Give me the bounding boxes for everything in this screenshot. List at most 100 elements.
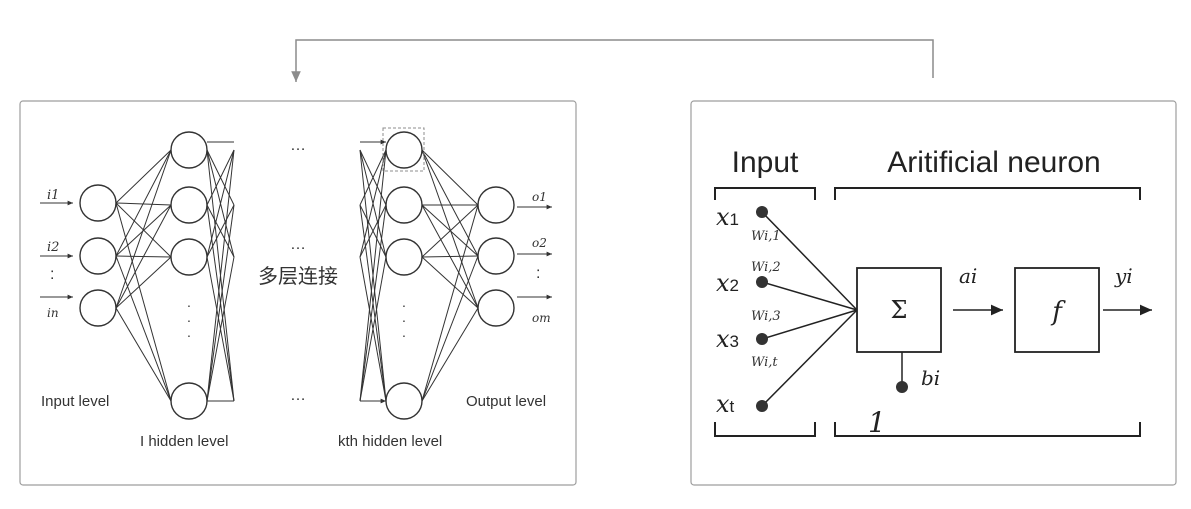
connection-hiddenk-fanin (359, 149, 387, 402)
input-label-n: in (47, 306, 59, 320)
input-var-2: x2 (716, 269, 739, 297)
connection-hidden1-fanout (206, 204, 235, 402)
connection-hiddenk-output (421, 204, 479, 402)
weight-line-2 (761, 281, 858, 311)
connection-hidden1-fanout (206, 204, 235, 258)
hiddenk-neuron-4 (385, 382, 423, 420)
input-label-1: i1 (47, 188, 59, 203)
connection-input-hidden1 (115, 149, 172, 309)
bias-node (896, 381, 908, 393)
summation-symbol: Σ (891, 296, 908, 324)
weight-line-t (761, 309, 858, 407)
output-neuron-3 (477, 289, 515, 327)
hidden1-dots: · (187, 297, 192, 313)
ellipsis-bottom: … (290, 387, 306, 404)
ellipsis-middle: … (290, 236, 306, 253)
bias-label: bi (921, 366, 940, 390)
neuron-bracket-top (834, 187, 1141, 200)
hidden1-neuron-2 (170, 186, 208, 224)
network-connections (115, 149, 479, 402)
summation-box (856, 267, 942, 353)
input-var-t: xt (716, 390, 735, 418)
connection-hiddenk-output (421, 307, 479, 402)
hidden1-dots: · (187, 312, 192, 328)
output-label-2: o2 (532, 236, 547, 250)
connection-hiddenk-fanin (359, 204, 387, 258)
connection-input-hidden1 (115, 204, 172, 309)
bracket-number: 1 (868, 406, 886, 439)
connection-hiddenk-fanin (359, 256, 387, 402)
hidden1-neuron-4 (170, 382, 208, 420)
right-panel: Input Aritificial neuron x1 x2 x3 xt W (690, 100, 1177, 486)
output-label-1: o1 (532, 190, 547, 204)
hidden1-level-label: I hidden level (140, 433, 228, 450)
neuron-bracket-bottom (834, 422, 1141, 437)
connection-hiddenk-fanin (359, 149, 387, 206)
connection-hiddenk-output (421, 149, 479, 257)
left-panel-frame (19, 100, 577, 486)
input-label-2: i2 (47, 240, 59, 255)
connection-input-hidden1 (115, 255, 172, 402)
input-node-t (756, 400, 768, 412)
hidden1-dots: · (187, 327, 192, 343)
hiddenk-neuron-2 (385, 186, 423, 224)
connection-hiddenk-fanin (359, 204, 387, 402)
weight-label-2: Wi,2 (751, 260, 781, 275)
pre-activation-label: ai (959, 264, 977, 288)
output-label-dots: : (536, 265, 540, 282)
connection-hiddenk-fanin (359, 149, 387, 258)
input-neuron-1 (79, 184, 117, 222)
input-node-1 (756, 206, 768, 218)
input-header: Input (732, 146, 799, 179)
input-neuron-3 (79, 289, 117, 327)
hidden1-neuron-1 (170, 131, 208, 169)
ellipsis-top: … (290, 137, 306, 154)
input-var-1: x1 (716, 203, 739, 231)
neuron-header: Aritificial neuron (887, 146, 1100, 179)
connection-input-hidden1 (115, 307, 172, 402)
output-label: yi (1114, 264, 1133, 288)
weight-label-1: Wi,1 (751, 229, 781, 244)
connection-hidden1-fanout (206, 256, 235, 402)
panel-connector-arrow (291, 39, 934, 82)
hiddenk-level-label: kth hidden level (338, 433, 442, 450)
input-node-3 (756, 333, 768, 345)
input-node-2 (756, 276, 768, 288)
hiddenk-neuron-1 (385, 131, 423, 169)
input-level-label: Input level (41, 393, 109, 410)
connection-hiddenk-output (421, 255, 479, 258)
connection-hiddenk-output (421, 149, 479, 309)
right-panel-frame (690, 100, 1177, 486)
output-neuron-1 (477, 186, 515, 224)
connection-hidden1-fanout (206, 149, 235, 206)
activation-box (1014, 267, 1100, 353)
connection-hiddenk-output (421, 149, 479, 206)
input-neuron-2 (79, 237, 117, 275)
output-level-label: Output level (466, 393, 546, 410)
input-label-dots: : (50, 266, 54, 283)
output-label-m: om (532, 311, 551, 325)
input-bracket-bottom (714, 422, 816, 437)
connection-hiddenk-output (421, 256, 479, 309)
output-neuron-2 (477, 237, 515, 275)
connection-input-hidden1 (115, 256, 172, 309)
network-nodes (79, 131, 515, 420)
input-var-3: x3 (716, 325, 739, 353)
weight-line-3 (761, 309, 858, 340)
highlighted-neuron-box (382, 127, 425, 172)
connection-hiddenk-output (421, 255, 479, 402)
weight-label-3: Wi,3 (751, 309, 781, 324)
connection-hidden1-fanout (206, 149, 235, 402)
connection-hidden1-fanout (206, 149, 235, 258)
input-bracket-top (714, 187, 816, 200)
hiddenk-dots: · (402, 327, 407, 343)
hidden1-neuron-3 (170, 238, 208, 276)
connection-input-hidden1 (115, 149, 172, 204)
weight-line-1 (761, 211, 858, 311)
connection-input-hidden1 (115, 149, 172, 257)
left-panel: · · · · · · i1 i2 : in o1 o2 : om … … … … (19, 100, 577, 486)
hiddenk-neuron-3 (385, 238, 423, 276)
connection-hiddenk-output (421, 204, 479, 258)
connection-input-hidden1 (115, 202, 172, 402)
